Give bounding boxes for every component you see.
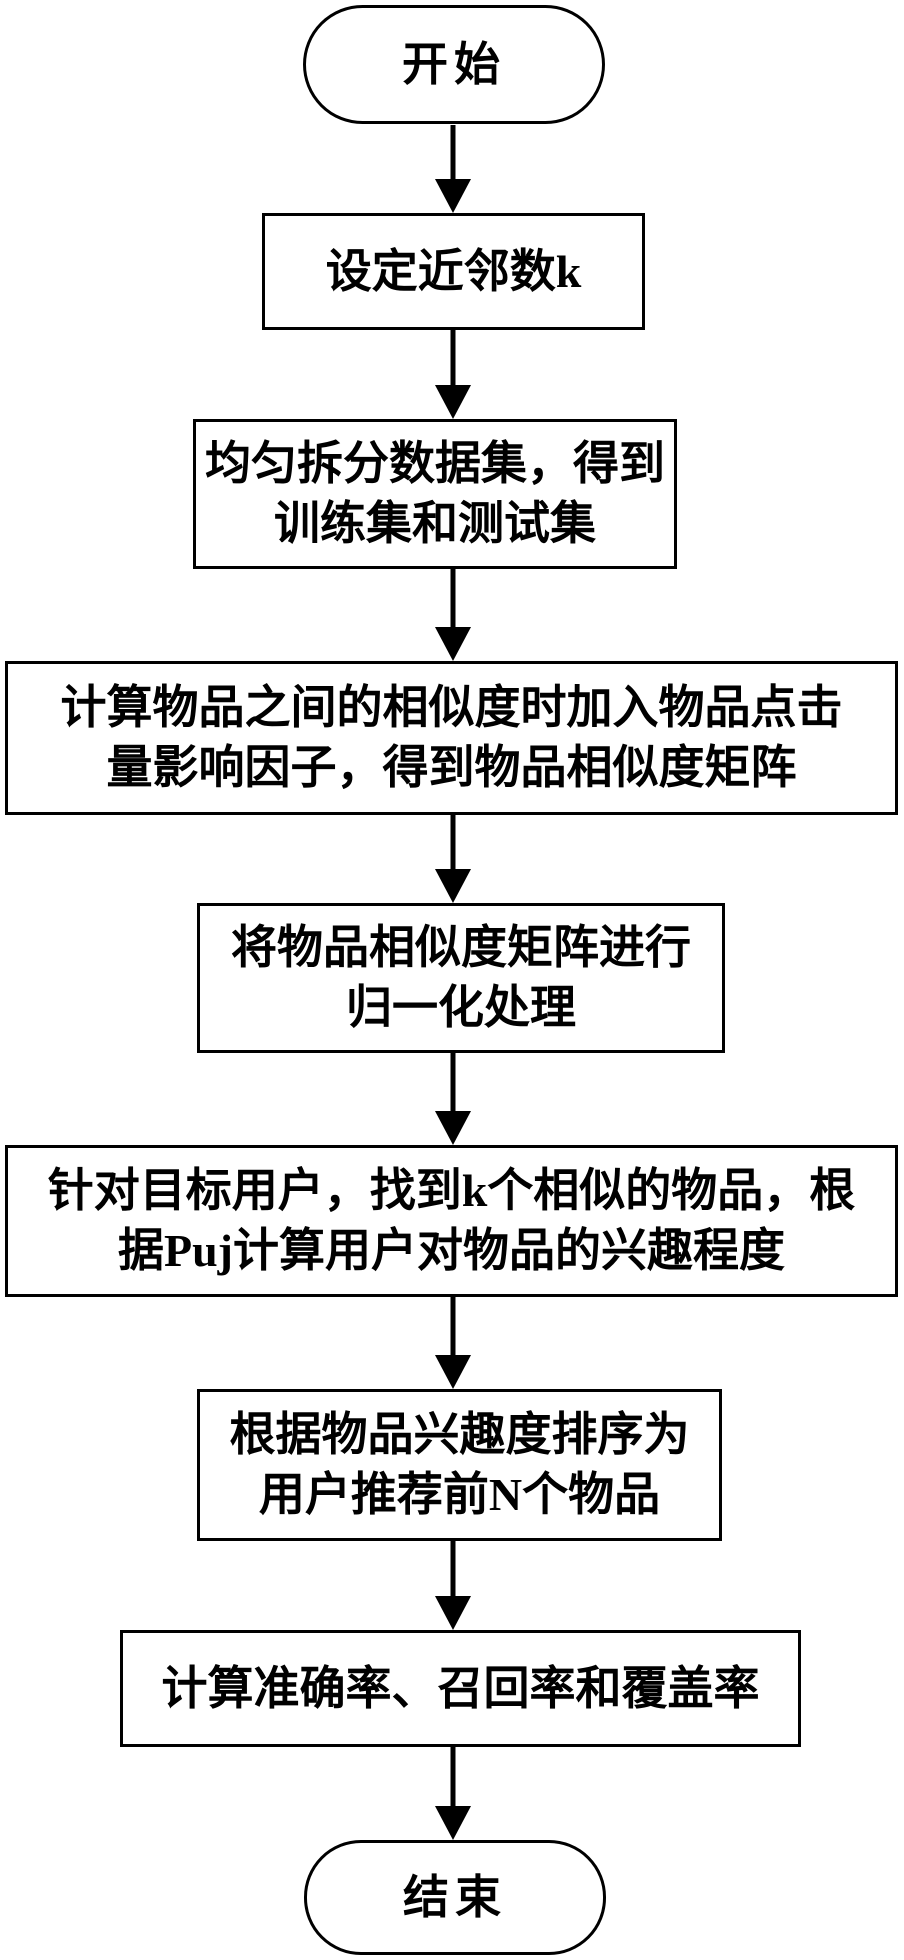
node-label: 计算准确率、召回率和覆盖率 (161, 1662, 760, 1714)
node-label-line-1: 将物品相似度矩阵进行 (231, 922, 691, 973)
flow-connector-7 (435, 1540, 471, 1630)
flow-node-recommend-top-n: 根据物品兴趣度排序为 用户推荐前N个物品 (197, 1389, 722, 1541)
arrowhead-icon (435, 1355, 471, 1389)
arrowhead-icon (435, 869, 471, 903)
arrow-shaft (450, 125, 456, 189)
arrow-shaft (450, 1540, 456, 1606)
flow-node-compute-metrics: 计算准确率、召回率和覆盖率 (120, 1630, 801, 1747)
arrow-shaft (450, 1053, 456, 1121)
arrow-shaft (450, 1297, 456, 1365)
node-label-line-2: 归一化处理 (346, 982, 576, 1033)
node-label-line-1: 计算物品之间的相似度时加入物品点击 (60, 682, 843, 733)
arrow-shaft (450, 569, 456, 637)
flow-node-similarity-click-factor: 计算物品之间的相似度时加入物品点击 量影响因子，得到物品相似度矩阵 (5, 661, 898, 815)
node-label: 开始 (402, 38, 506, 90)
node-label-line-2: 训练集和测试集 (274, 498, 596, 549)
node-label: 结束 (403, 1871, 507, 1923)
flow-connector-3 (435, 569, 471, 661)
flow-connector-4 (435, 815, 471, 903)
arrowhead-icon (435, 385, 471, 419)
arrowhead-icon (435, 1111, 471, 1145)
node-label-line-1: 针对目标用户，找到k个相似的物品，根 (47, 1165, 856, 1216)
arrow-shaft (450, 1747, 456, 1816)
arrowhead-icon (435, 1806, 471, 1840)
node-label-line-2: 据Puj计算用户对物品的兴趣程度 (118, 1225, 785, 1276)
node-label-line-2: 用户推荐前N个物品 (258, 1469, 661, 1520)
node-label: 设定近邻数k (325, 245, 582, 297)
flow-connector-8 (435, 1747, 471, 1840)
flow-node-start: 开始 (303, 5, 605, 124)
flow-connector-6 (435, 1297, 471, 1389)
node-label-line-1: 均匀拆分数据集，得到 (205, 438, 665, 489)
arrowhead-icon (435, 179, 471, 213)
arrow-shaft (450, 330, 456, 395)
flow-connector-5 (435, 1053, 471, 1145)
flow-connector-2 (435, 330, 471, 419)
flow-node-set-neighbor-k: 设定近邻数k (262, 213, 645, 330)
arrowhead-icon (435, 1596, 471, 1630)
arrowhead-icon (435, 627, 471, 661)
flow-connector-1 (435, 125, 471, 213)
node-label-line-1: 根据物品兴趣度排序为 (229, 1409, 690, 1460)
arrow-shaft (450, 815, 456, 879)
node-label-line-2: 量影响因子，得到物品相似度矩阵 (106, 742, 797, 793)
flow-node-split-dataset: 均匀拆分数据集，得到 训练集和测试集 (193, 419, 677, 569)
flow-node-normalize-matrix: 将物品相似度矩阵进行 归一化处理 (197, 903, 725, 1053)
flow-node-end: 结束 (304, 1840, 606, 1955)
flow-node-find-k-similar-items: 针对目标用户，找到k个相似的物品，根 据Puj计算用户对物品的兴趣程度 (5, 1145, 898, 1297)
